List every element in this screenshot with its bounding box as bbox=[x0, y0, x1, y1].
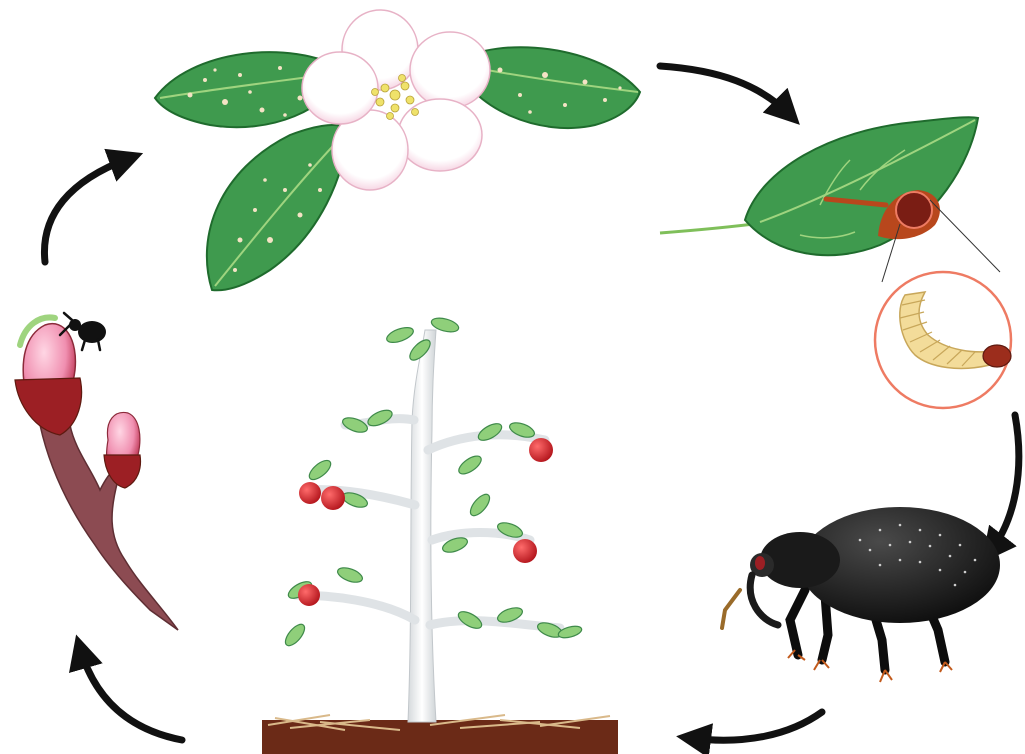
arrow-5-icon bbox=[44, 158, 130, 262]
bud-icon bbox=[15, 313, 178, 630]
larva-icon bbox=[660, 117, 1011, 408]
tree-icon bbox=[262, 316, 618, 754]
arrow-3-icon bbox=[690, 712, 822, 740]
arrow-2-icon bbox=[990, 415, 1019, 552]
weevil-icon bbox=[722, 507, 1000, 682]
apple-blossom-icon bbox=[155, 10, 640, 290]
arrow-4-icon bbox=[80, 648, 182, 740]
arrow-1-icon bbox=[660, 66, 790, 115]
